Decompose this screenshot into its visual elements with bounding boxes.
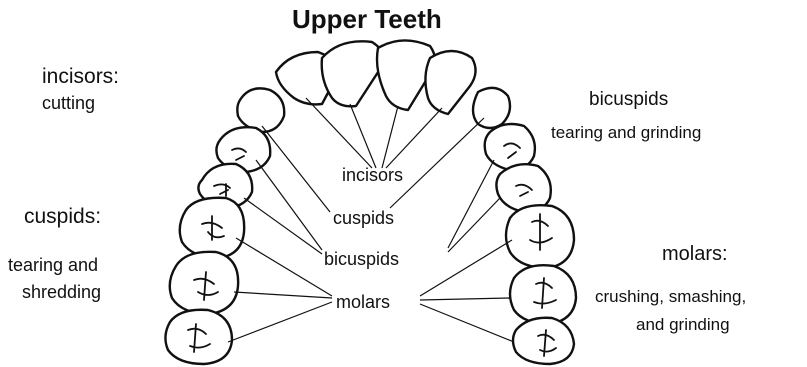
label-bicuspids-function: tearing and grinding [551, 124, 701, 141]
tooth-molar-right-3 [513, 318, 574, 364]
label-molars-function-line2: and grinding [636, 316, 730, 333]
center-label-bicuspids: bicuspids [324, 250, 399, 268]
center-label-incisors: incisors [342, 166, 403, 184]
tooth-molar-left-3 [165, 310, 232, 364]
center-label-cuspids: cuspids [333, 209, 394, 227]
tooth-incisor-left-central [322, 41, 384, 106]
label-cuspids-left: cuspids: [24, 206, 101, 227]
tooth-cuspid-left [237, 88, 284, 132]
diagram-title: Upper Teeth [292, 6, 442, 32]
tooth-incisor-right-lateral [425, 51, 475, 114]
tooth-molar-left-2 [170, 252, 238, 314]
center-label-molars: molars [336, 293, 390, 311]
label-incisors-left: incisors: [42, 66, 119, 87]
label-cuspids-function-line2: shredding [22, 283, 101, 301]
label-molars-right: molars: [662, 244, 728, 264]
label-incisors-function: cutting [42, 94, 95, 112]
label-molars-function-line1: crushing, smashing, [595, 288, 746, 305]
label-bicuspids-right: bicuspids [589, 90, 668, 109]
tooth-cuspid-right [473, 88, 510, 128]
label-cuspids-function-line1: tearing and [8, 256, 98, 274]
